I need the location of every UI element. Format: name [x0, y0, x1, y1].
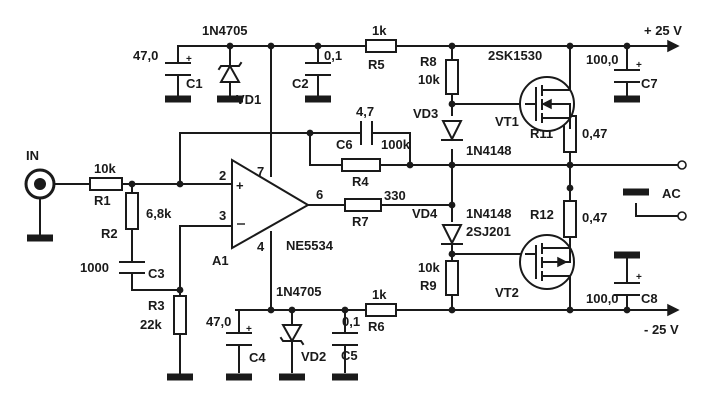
r1-value: 10k — [94, 161, 116, 176]
resistor-r4 — [341, 158, 381, 172]
r9-value: 10k — [418, 260, 440, 275]
zener-diode-vd2 — [279, 324, 305, 346]
resistor-r8 — [445, 59, 459, 95]
resistor-r2 — [125, 192, 139, 230]
vd1-ref: VD1 — [236, 92, 261, 107]
r5-ref: R5 — [368, 57, 385, 72]
c7-value: 100,0 — [586, 52, 619, 67]
r7-ref: R7 — [352, 214, 369, 229]
opamp-pin-6: 6 — [316, 187, 323, 202]
vd3-part: 1N4148 — [466, 143, 512, 158]
c6-value: 4,7 — [356, 104, 374, 119]
c8-value: 100,0 — [586, 291, 619, 306]
vd2-ref: VD2 — [301, 349, 326, 364]
junctions — [128, 42, 631, 314]
c1-plus: + — [186, 54, 192, 65]
r4-value: 100k — [381, 137, 411, 152]
capacitor-c3 — [119, 261, 145, 274]
opamp-pin-2: 2 — [219, 168, 226, 183]
mosfet-vt2 — [519, 234, 575, 290]
neg-rail-label: - 25 V — [644, 322, 679, 337]
c2-ref: C2 — [292, 76, 309, 91]
opamp-pin-3: 3 — [219, 208, 226, 223]
vt2-ref: VT2 — [495, 285, 519, 300]
r8-value: 10k — [418, 72, 440, 87]
ac-label: AC — [662, 186, 681, 201]
r2-value: 6,8k — [146, 206, 172, 221]
r5-value: 1k — [372, 23, 387, 38]
resistor-r5 — [365, 39, 397, 53]
r4-ref: R4 — [352, 174, 369, 189]
capacitor-c2 — [305, 62, 331, 76]
r12-value: 0,47 — [582, 210, 607, 225]
vt2-part: 2SJ201 — [466, 224, 511, 239]
zener-diode-vd1 — [217, 61, 243, 83]
r2-ref: R2 — [101, 226, 118, 241]
c7-ref: C7 — [641, 76, 658, 91]
pos-rail-label: + 25 V — [644, 23, 682, 38]
c7-plus: + — [636, 60, 642, 71]
resistor-r3 — [173, 295, 187, 335]
r3-value: 22k — [140, 317, 162, 332]
opamp-pin-7: 7 — [257, 164, 264, 179]
opamp-pin-4: 4 — [257, 239, 265, 254]
c6-ref: C6 — [336, 137, 353, 152]
c4-plus: + — [246, 324, 252, 335]
capacitor-c8 — [614, 282, 640, 296]
opamp-symbol — [231, 158, 310, 250]
vd4-ref: VD4 — [412, 206, 438, 221]
vd2-part: 1N4705 — [276, 284, 322, 299]
capacitor-c1 — [165, 62, 191, 76]
r8-ref: R8 — [420, 54, 437, 69]
c5-ref: C5 — [341, 348, 358, 363]
rail-arrows — [667, 39, 680, 317]
resistor-r6 — [365, 303, 397, 317]
capacitor-c7 — [614, 69, 640, 83]
c8-plus: + — [636, 272, 642, 283]
opamp-part: NE5534 — [286, 238, 334, 253]
input-jack — [24, 168, 56, 200]
vt1-part: 2SK1530 — [488, 48, 542, 63]
capacitor-c5 — [332, 332, 358, 346]
opamp-ref: A1 — [212, 253, 229, 268]
r11-value: 0,47 — [582, 126, 607, 141]
vt1-ref: VT1 — [495, 114, 519, 129]
diode-vd4 — [441, 224, 463, 246]
c2-value: 0,1 — [324, 48, 342, 63]
c4-ref: C4 — [249, 350, 266, 365]
r7-value: 330 — [384, 188, 406, 203]
mosfet-vt1 — [519, 76, 575, 132]
r6-ref: R6 — [368, 319, 385, 334]
diode-vd3 — [441, 120, 463, 142]
r1-ref: R1 — [94, 193, 111, 208]
c8-ref: C8 — [641, 291, 658, 306]
resistor-r1 — [89, 177, 123, 191]
r6-value: 1k — [372, 287, 387, 302]
c1-ref: C1 — [186, 76, 203, 91]
resistor-r7 — [344, 198, 382, 212]
vd1-part: 1N4705 — [202, 23, 248, 38]
opamp-plus-sign: + — [236, 178, 244, 193]
c4-value: 47,0 — [206, 314, 231, 329]
capacitor-c6 — [360, 121, 373, 145]
vd3-ref: VD3 — [413, 106, 438, 121]
vd4-part: 1N4148 — [466, 206, 512, 221]
c5-value: 0,1 — [342, 314, 360, 329]
input-label: IN — [26, 148, 39, 163]
r12-ref: R12 — [530, 207, 554, 222]
capacitor-c4 — [226, 332, 252, 346]
ground-symbols — [27, 95, 649, 381]
c3-value: 1000 — [80, 260, 109, 275]
resistor-r12 — [563, 200, 577, 238]
c1-value: 47,0 — [133, 48, 158, 63]
r3-ref: R3 — [148, 298, 165, 313]
r9-ref: R9 — [420, 278, 437, 293]
c3-ref: C3 — [148, 266, 165, 281]
resistor-r9 — [445, 260, 459, 296]
output-terminals — [677, 160, 687, 221]
